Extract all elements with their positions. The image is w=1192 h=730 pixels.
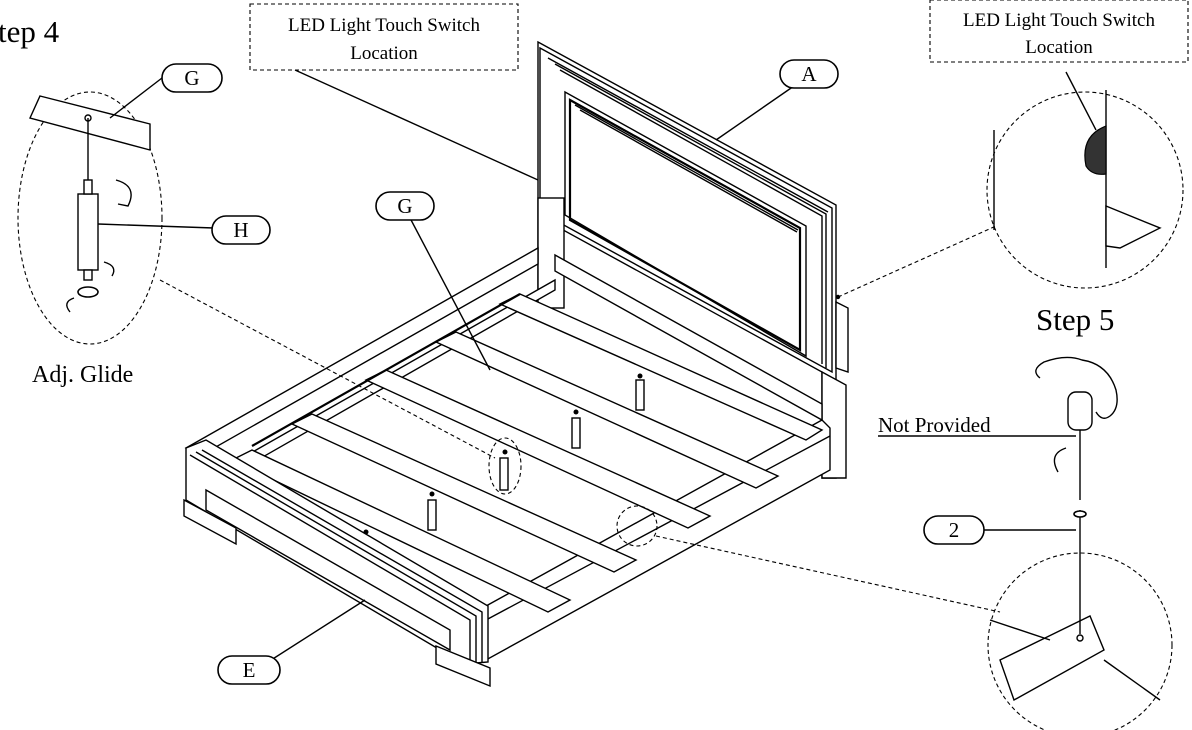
adj-glide-label: Adj. Glide <box>32 362 133 388</box>
part-E-label: E <box>243 658 256 682</box>
part-H-tag <box>211 215 271 245</box>
screw-2-tag <box>923 515 985 545</box>
headboard <box>537 40 849 479</box>
footboard <box>183 439 491 688</box>
part-E-leader <box>267 599 366 663</box>
part-G-tag <box>375 191 435 221</box>
led-right-leader <box>1065 71 1097 131</box>
part-H-label: H <box>233 218 248 242</box>
hand-icon <box>1035 356 1118 419</box>
part-A-leader <box>715 85 795 141</box>
slats <box>230 293 824 613</box>
led-left-leader <box>294 69 539 181</box>
led-left-line2: Location <box>350 43 418 64</box>
switch-detail <box>986 90 1184 289</box>
step5-detail <box>878 356 1173 730</box>
led-right-line1: LED Light Touch Switch <box>963 10 1155 31</box>
part-G-leader <box>409 217 491 371</box>
part-G-detail-tag <box>161 63 223 93</box>
glide-leg-icon <box>77 193 99 271</box>
screwdriver-icon <box>1067 391 1093 431</box>
part-A-tag <box>779 59 839 89</box>
part-E-tag <box>217 655 281 685</box>
rotate-arrow-icon <box>115 179 132 207</box>
part-A-label: A <box>801 62 817 86</box>
led-left-line1: LED Light Touch Switch <box>288 15 480 36</box>
step4-title: tep 4 <box>0 14 60 49</box>
not-provided-label: Not Provided <box>878 413 991 437</box>
led-left-box <box>249 3 519 71</box>
part-G-label: G <box>397 194 412 218</box>
step4-detail <box>17 77 215 345</box>
led-right-line2: Location <box>1025 37 1093 58</box>
screw-2-label: 2 <box>949 518 960 542</box>
step5-title: Step 5 <box>1036 302 1114 337</box>
part-G-detail-label: G <box>184 66 199 90</box>
led-right-box <box>929 0 1189 63</box>
